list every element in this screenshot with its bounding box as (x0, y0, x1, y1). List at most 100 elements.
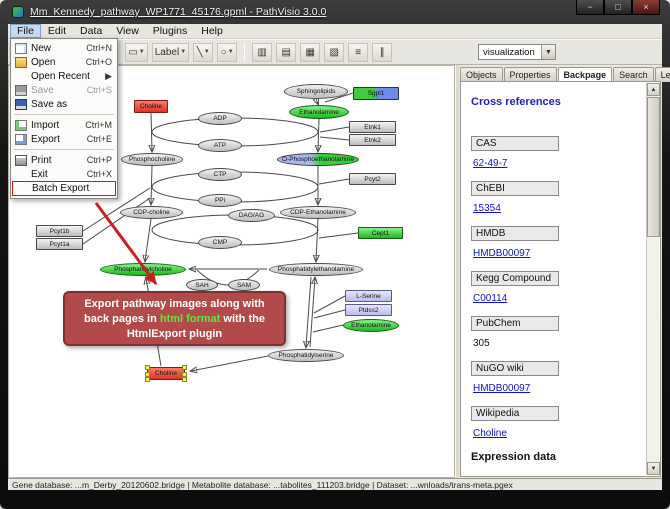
crossref-link[interactable]: HMDB00097 (473, 248, 531, 259)
pathway-node-pcyt2[interactable]: Pcyt2 (349, 173, 396, 185)
pathway-node-o-phosphoethanolamine[interactable]: O-Phosphoethanolamine (277, 153, 359, 166)
pathway-node-ctp[interactable]: CTP (198, 168, 242, 181)
scroll-down-icon[interactable]: ▼ (647, 462, 660, 475)
stack-vertical-button[interactable]: ≡ (348, 42, 369, 62)
pathway-node-phosphatidylserine[interactable]: Phosphatidylserine (268, 349, 344, 362)
pathway-node-etnk2[interactable]: Etnk2 (349, 134, 396, 146)
selection-handle[interactable] (182, 372, 187, 377)
titlebar[interactable]: Mm_Kennedy_pathway_WP1771_45176.gpml - P… (0, 0, 670, 24)
pathway-node-cept1[interactable]: Cept1 (358, 227, 403, 239)
pathway-node-phosphatidylethanolamine[interactable]: Phosphatidylethanolamine (269, 263, 363, 276)
scrollbar-thumb[interactable] (647, 97, 660, 237)
pathway-node-cdp-choline[interactable]: CDP-choline (120, 206, 183, 219)
pathway-node-l-serine[interactable]: L-Serine (345, 290, 392, 302)
panel-splitter[interactable] (455, 65, 459, 478)
node-label: SAM (236, 281, 252, 289)
pathway-node-sgpl1[interactable]: Sgpl1 (353, 87, 399, 100)
chevron-down-icon[interactable]: ▼ (227, 49, 234, 55)
pathway-node-cmp[interactable]: CMP (198, 236, 242, 249)
crossref-link[interactable]: 62-49-7 (473, 158, 508, 169)
pathway-node-sah[interactable]: SAH (186, 279, 218, 291)
align-center-x-button[interactable]: ▥ (252, 42, 273, 62)
crossref-link[interactable]: Choline (473, 428, 507, 439)
minimize-button[interactable]: − (576, 0, 604, 15)
print-icon (15, 154, 27, 166)
common-height-button[interactable]: ▧ (324, 42, 345, 62)
align-center-y-icon: ▤ (281, 46, 291, 58)
pathway-node-cdp-ethanolamine[interactable]: CDP-Ethanolamine (280, 206, 356, 219)
crossref-link[interactable]: 15354 (473, 203, 501, 214)
pathway-node-adp[interactable]: ADP (198, 112, 242, 125)
pathway-node-etnk1[interactable]: Etnk1 (349, 121, 396, 133)
align-center-y-button[interactable]: ▤ (276, 42, 297, 62)
menubar-item-view[interactable]: View (116, 25, 139, 37)
selection-handle[interactable] (182, 377, 187, 382)
tab-objects[interactable]: Objects (460, 67, 503, 82)
common-width-button[interactable]: ▦ (300, 42, 321, 62)
menu-item-label: Save (31, 84, 54, 96)
pathway-node-ppi[interactable]: PPi (198, 194, 242, 207)
pathway-node-sphingolipids[interactable]: Sphingolipids (284, 84, 348, 99)
chevron-down-icon[interactable]: ▼ (541, 45, 555, 59)
scroll-up-icon[interactable]: ▲ (647, 83, 660, 96)
pathway-node-choline[interactable]: Choline (134, 100, 168, 113)
label-tool-icon: Label (154, 46, 180, 58)
selection-handle[interactable] (145, 377, 150, 382)
chevron-down-icon[interactable]: ▼ (203, 49, 210, 55)
pathway-node-ptdss2[interactable]: Ptdss2 (345, 304, 392, 316)
pathway-node-pcyt1a[interactable]: Pcyt1a (36, 238, 83, 250)
file-menu-item-save-as[interactable]: Save as (12, 97, 116, 111)
menu-item-shortcut: Ctrl+M (85, 120, 112, 130)
chevron-down-icon[interactable]: ▼ (180, 49, 187, 55)
menubar-item-plugins[interactable]: Plugins (152, 25, 188, 37)
selection-handle[interactable] (145, 372, 150, 377)
pathway-node-sam[interactable]: SAM (228, 279, 260, 291)
backpage-section-header: HMDB (471, 226, 559, 241)
node-label: CMP (212, 239, 228, 246)
tab-properties[interactable]: Properties (503, 67, 557, 82)
pathway-node-ethanolamine[interactable]: Ethanolamine (289, 105, 349, 119)
tab-search[interactable]: Search (613, 67, 654, 82)
close-button[interactable]: × (632, 0, 660, 15)
menubar-item-edit[interactable]: Edit (47, 25, 67, 37)
crossref-link[interactable]: C00114 (473, 293, 508, 304)
stack-horizontal-button[interactable]: ∥ (372, 42, 393, 62)
visualization-combobox[interactable]: visualization ▼ (478, 44, 556, 60)
shape-tool-button[interactable]: ○▼ (217, 42, 238, 62)
pathway-node-phosphocholine[interactable]: Phosphocholine (121, 153, 183, 166)
menubar-item-data[interactable]: Data (80, 25, 103, 37)
pathway-node-ethanolamine[interactable]: Ethanolamine (343, 319, 399, 332)
datanode-tool-button[interactable]: ▭▼ (125, 42, 148, 62)
menu-item-shortcut: Ctrl+E (86, 134, 112, 144)
tab-backpage[interactable]: Backpage (557, 67, 613, 82)
chevron-down-icon[interactable]: ▼ (138, 49, 145, 55)
menubar-item-file[interactable]: File (10, 24, 41, 38)
menu-item-label: Batch Export (32, 183, 90, 194)
tab-legend[interactable]: Legend (654, 67, 670, 82)
selection-handle[interactable] (182, 365, 187, 370)
pathway-node-choline[interactable]: Choline (145, 365, 187, 382)
node-label: Ethanolamine (299, 108, 339, 116)
selection-handle[interactable] (145, 365, 150, 370)
pathway-node-phosphatidylcholine[interactable]: Phosphatidylcholine (100, 263, 186, 276)
maximize-button[interactable]: □ (604, 0, 632, 15)
vertical-scrollbar[interactable]: ▲ ▼ (646, 83, 660, 475)
menubar-item-help[interactable]: Help (201, 25, 223, 37)
line-tool-button[interactable]: ╲▼ (193, 42, 214, 62)
node-label: CDP-choline (133, 209, 170, 216)
pathway-node-atp[interactable]: ATP (198, 139, 242, 152)
file-menu-item-batch-export[interactable]: Batch Export (12, 181, 116, 196)
file-menu-item-open-recent[interactable]: Open Recent▶ (12, 69, 116, 83)
label-tool-button[interactable]: Label▼ (151, 42, 190, 62)
crossref-value: 305 (473, 338, 490, 349)
pathway-node-dag-ag[interactable]: DAG/AG (228, 209, 275, 222)
crossref-link[interactable]: HMDB00097 (473, 383, 531, 394)
pathway-node-pcyt1b[interactable]: Pcyt1b (36, 225, 83, 237)
